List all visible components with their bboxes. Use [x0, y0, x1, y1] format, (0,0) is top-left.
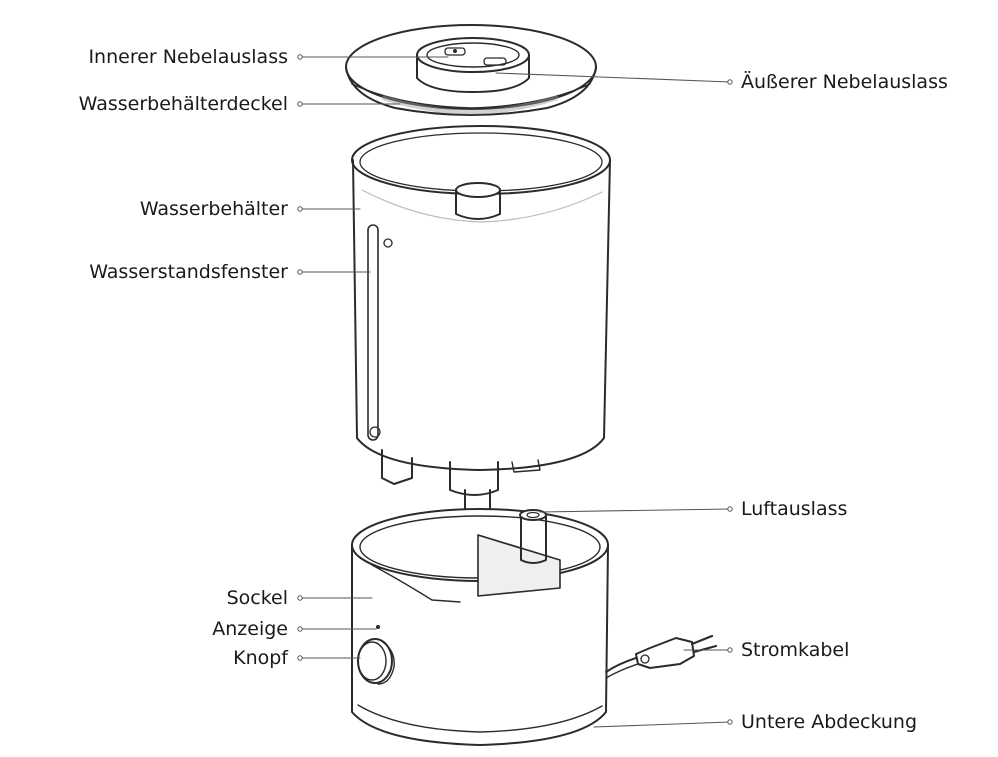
- label-air-outlet: Luftauslass: [741, 498, 847, 520]
- label-water-level-window: Wasserstandsfenster: [89, 261, 288, 283]
- label-tank-lid: Wasserbehälterdeckel: [79, 93, 288, 115]
- tank-lid-drawing: [346, 25, 596, 115]
- label-outer-mist-outlet: Äußerer Nebelauslass: [741, 71, 948, 93]
- base-drawing: [352, 509, 716, 745]
- label-water-tank: Wasserbehälter: [140, 198, 288, 220]
- label-knob: Knopf: [233, 647, 288, 669]
- label-base: Sockel: [227, 587, 288, 609]
- water-tank-drawing: [352, 126, 610, 515]
- label-inner-mist-outlet: Innerer Nebelauslass: [88, 46, 288, 68]
- label-bottom-cover: Untere Abdeckung: [741, 711, 917, 733]
- label-indicator: Anzeige: [212, 618, 288, 640]
- label-power-cord: Stromkabel: [741, 639, 849, 661]
